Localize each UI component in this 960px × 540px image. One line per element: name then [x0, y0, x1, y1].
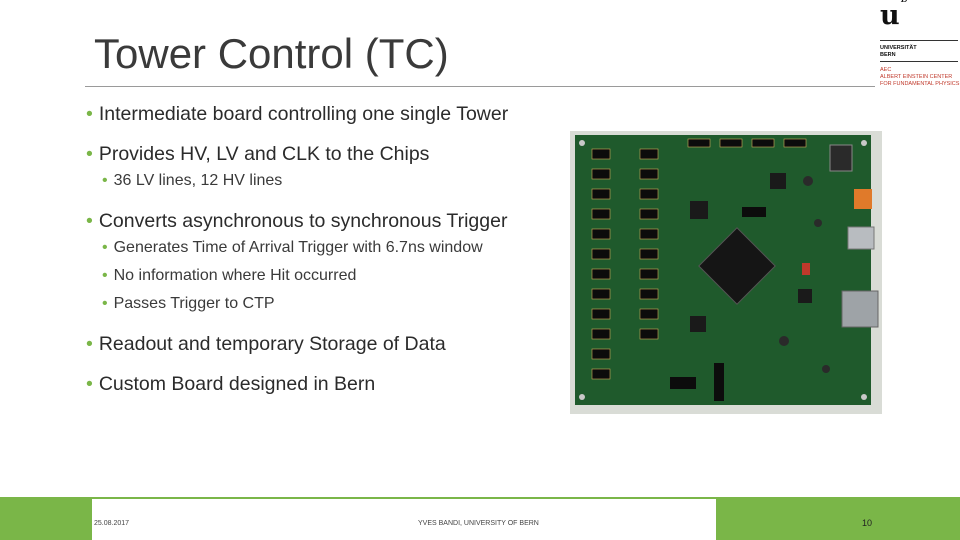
- connector-row-top: [687, 138, 807, 148]
- sub-bullet-item: • Passes Trigger to CTP: [102, 295, 275, 313]
- bullet-dot-icon: •: [86, 373, 93, 395]
- hdmi-port: [847, 226, 875, 250]
- mounting-hole: [579, 140, 585, 146]
- capacitor: [822, 365, 830, 373]
- ic-chip: [690, 316, 706, 332]
- bullet-text: 36 LV lines, 12 HV lines: [113, 172, 283, 189]
- logo-letter: u: [880, 0, 900, 31]
- ethernet-port: [841, 290, 879, 328]
- ic-chip: [690, 201, 708, 219]
- title-underline: [85, 86, 875, 87]
- logo-divider: [880, 40, 958, 41]
- fpga-chip: [698, 227, 776, 305]
- logo-line-4: ALBERT EINSTEIN CENTER: [880, 74, 953, 80]
- logo-line-5: FOR FUNDAMENTAL PHYSICS: [880, 81, 960, 87]
- ic-chip: [770, 173, 786, 189]
- logo-mark: ub: [880, 0, 908, 31]
- header-connector: [742, 207, 766, 217]
- footer-date: 25.08.2017: [94, 520, 130, 527]
- sub-bullet-item: • Generates Time of Arrival Trigger with …: [102, 239, 483, 257]
- mounting-hole: [861, 140, 867, 146]
- bullet-text: Intermediate board controlling one singl…: [98, 103, 509, 125]
- sub-bullet-item: • 36 LV lines, 12 HV lines: [102, 172, 282, 190]
- capacitor: [803, 176, 813, 186]
- university-logo: ub UNIVERSITÄT BERN AEC ALBERT EINSTEIN …: [878, 0, 960, 90]
- footer-panel: [92, 499, 716, 540]
- jtag-header: [670, 377, 696, 389]
- logo-divider: [880, 61, 958, 62]
- bullet-item: •Readout and temporary Storage of Data: [86, 333, 446, 356]
- bullet-text: No information where Hit occurred: [113, 267, 357, 284]
- bullet-dot-icon: •: [86, 210, 93, 232]
- bullet-text: Readout and temporary Storage of Data: [98, 333, 446, 355]
- bullet-dot-icon: •: [86, 333, 93, 355]
- bullet-dot-icon: •: [86, 143, 93, 165]
- connector-column-middle: [639, 148, 659, 340]
- logo-superscript: b: [901, 0, 908, 5]
- logo-line-1: UNIVERSITÄT: [880, 45, 917, 51]
- logo-line-2: BERN: [880, 52, 896, 58]
- bullet-text: Generates Time of Arrival Trigger with 6…: [113, 239, 483, 256]
- bullet-item: •Provides HV, LV and CLK to the Chips: [86, 143, 429, 166]
- mounting-hole: [861, 394, 867, 400]
- mounting-hole: [579, 394, 585, 400]
- slide-title: Tower Control (TC): [94, 30, 449, 77]
- bullet-text: Provides HV, LV and CLK to the Chips: [98, 143, 430, 165]
- capacitor: [814, 219, 822, 227]
- red-switch: [802, 263, 810, 275]
- bullet-text: Passes Trigger to CTP: [113, 295, 275, 312]
- bullet-dot-icon: •: [102, 267, 108, 284]
- voltage-regulator: [829, 144, 853, 172]
- pcb-board-photo: [570, 131, 882, 414]
- footer-author: YVES BANDI, UNIVERSITY OF BERN: [418, 520, 539, 527]
- orange-terminal-block: [854, 189, 872, 209]
- page-number: 10: [862, 518, 873, 528]
- bullet-dot-icon: •: [102, 172, 108, 189]
- bullet-item: •Intermediate board controlling one sing…: [86, 103, 508, 126]
- bullet-item: •Custom Board designed in Bern: [86, 373, 375, 396]
- bullet-dot-icon: •: [86, 103, 93, 125]
- bullet-text: Custom Board designed in Bern: [98, 373, 376, 395]
- capacitor: [779, 336, 789, 346]
- ic-chip: [798, 289, 812, 303]
- bullet-dot-icon: •: [102, 295, 108, 312]
- sub-bullet-item: • No information where Hit occurred: [102, 267, 356, 285]
- bullet-dot-icon: •: [102, 239, 108, 256]
- logo-line-3: AEC: [880, 67, 892, 73]
- bullet-text: Converts asynchronous to synchronous Tri…: [98, 210, 508, 232]
- connector-column-left: [591, 148, 611, 380]
- bullet-item: •Converts asynchronous to synchronous Tr…: [86, 210, 507, 233]
- pin-header: [714, 363, 724, 401]
